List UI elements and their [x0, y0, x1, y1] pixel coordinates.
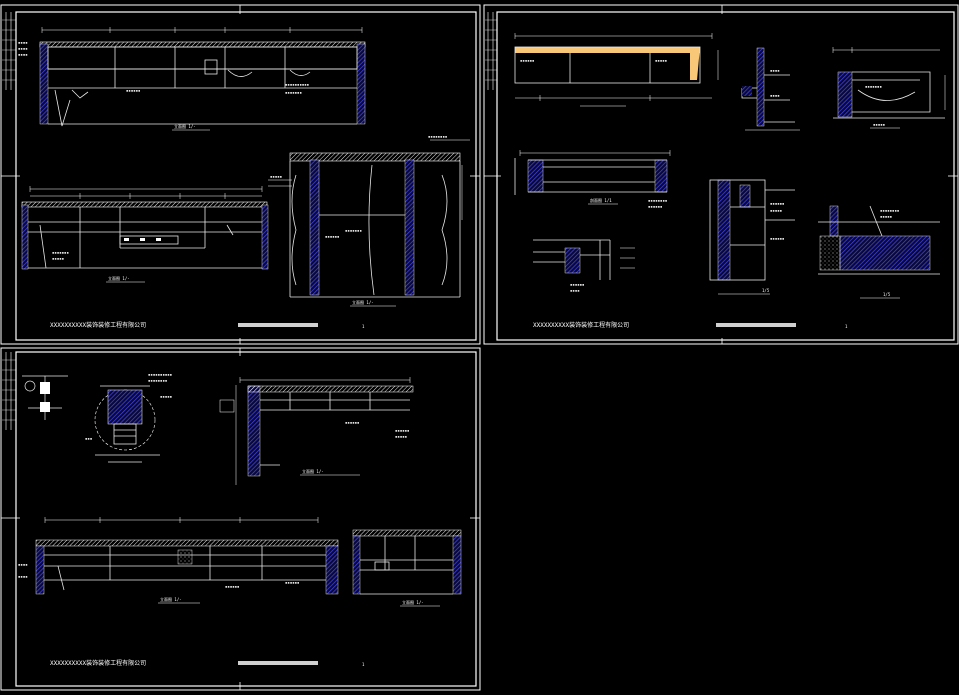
sheet-2-title-block: XXXXXXXXXX装饰装修工程有限公司 1	[533, 321, 848, 329]
svg-text:▪▪▪▪▪▪: ▪▪▪▪▪▪	[285, 580, 299, 585]
svg-text:▪▪▪▪▪▪▪▪: ▪▪▪▪▪▪▪▪	[880, 208, 899, 213]
svg-text:▪▪▪▪▪▪▪: ▪▪▪▪▪▪▪	[285, 90, 302, 95]
sheet-3-elevation-short: 立面图 1/-	[352, 529, 462, 607]
label-s2-sec-a: 剖面图 1/1	[590, 197, 612, 203]
label-s1-elev-a: 立面图 1/-	[174, 123, 196, 129]
svg-text:▪▪▪▪▪▪: ▪▪▪▪▪▪	[570, 282, 584, 287]
svg-text:▪▪▪▪▪▪▪: ▪▪▪▪▪▪▪	[345, 228, 362, 233]
label-s2-sec-c: 1/5	[883, 292, 891, 297]
label-s2-sec-b: 1/5	[762, 288, 770, 293]
sheet-1-company-title: XXXXXXXXXX装饰装修工程有限公司	[50, 321, 146, 329]
svg-text:▪▪▪▪▪▪: ▪▪▪▪▪▪	[345, 420, 359, 425]
sheet-1-elevation-right: ▪▪▪▪▪ ▪▪▪▪▪▪ ▪▪▪▪▪▪▪ ▪▪▪▪▪▪▪▪ 立面图 1/-	[268, 134, 470, 307]
svg-text:▪▪▪▪▪▪: ▪▪▪▪▪▪	[225, 584, 239, 589]
label-s3-elev-b: 立面图 1/-	[160, 596, 182, 602]
svg-text:▪▪▪▪▪: ▪▪▪▪▪	[52, 256, 64, 261]
svg-text:▪▪▪▪: ▪▪▪▪	[18, 52, 28, 57]
sheet-1-title-block: XXXXXXXXXX装饰装修工程有限公司 1	[50, 321, 365, 329]
svg-text:▪▪▪▪: ▪▪▪▪	[770, 68, 780, 73]
svg-text:▪▪▪▪▪▪▪: ▪▪▪▪▪▪▪	[52, 250, 69, 255]
sheet-3-section-corner: ▪▪▪▪▪▪ ▪▪▪▪▪▪ ▪▪▪▪▪ 立面图 1/-	[219, 377, 414, 485]
svg-text:▪▪▪▪▪: ▪▪▪▪▪	[395, 434, 407, 439]
svg-text:▪▪▪▪▪▪: ▪▪▪▪▪▪	[770, 236, 784, 241]
svg-text:▪▪▪▪▪▪: ▪▪▪▪▪▪	[770, 201, 784, 206]
svg-text:▪▪▪▪: ▪▪▪▪	[570, 288, 580, 293]
label-s1-elev-c: 立面图 1/-	[352, 299, 374, 305]
svg-text:▪▪▪▪▪▪: ▪▪▪▪▪▪	[648, 204, 662, 209]
sheet-2-plan-top: ▪▪▪▪▪▪ ▪▪▪▪▪	[514, 33, 719, 107]
sheet-2-detail-small: ▪▪▪▪▪▪ ▪▪▪▪	[533, 239, 635, 293]
svg-text:▪▪▪▪▪▪▪: ▪▪▪▪▪▪▪	[865, 84, 882, 89]
label-s3-elev-c: 立面图 1/-	[402, 599, 424, 605]
sheet-3-number: 1	[362, 662, 365, 667]
sheet-3-company-title: XXXXXXXXXX装饰装修工程有限公司	[50, 659, 146, 667]
sheet-2-detail-column: ▪▪▪▪▪▪ ▪▪▪▪▪ ▪▪▪▪▪▪ 1/5	[709, 179, 795, 295]
sheet-2-detail-section-a: ▪▪▪▪▪▪▪ ▪▪▪▪▪	[832, 47, 946, 129]
sheet-1-elevation-top: ▪▪▪▪▪▪▪▪▪▪ ▪▪▪▪▪▪▪ ▪▪▪▪▪▪ ▪▪▪▪ ▪▪▪▪ ▪▪▪▪…	[18, 27, 366, 131]
svg-text:▪▪▪▪▪: ▪▪▪▪▪	[880, 214, 892, 219]
sheet-inner-frames	[15, 11, 955, 687]
svg-text:▪▪▪▪▪: ▪▪▪▪▪	[770, 208, 782, 213]
sheet-2-number: 1	[845, 324, 848, 329]
svg-text:▪▪▪▪: ▪▪▪▪	[18, 574, 28, 579]
sheet-3-round-detail: ▪▪▪▪▪▪▪▪▪▪ ▪▪▪▪▪▪▪▪ ▪▪▪▪▪ ▪▪▪	[85, 372, 172, 463]
svg-text:▪▪▪▪▪▪▪▪: ▪▪▪▪▪▪▪▪	[148, 378, 167, 383]
svg-text:▪▪▪▪▪: ▪▪▪▪▪	[873, 122, 885, 127]
sheet-2-detail-wall: ▪▪▪▪ ▪▪▪▪	[741, 47, 800, 131]
label-s1-elev-b: 立面图 1/-	[108, 275, 130, 281]
sheet-1-elevation-left: ▪▪▪▪▪▪▪ ▪▪▪▪▪ 立面图 1/-	[21, 186, 269, 283]
sheet-3-symbol	[22, 375, 68, 420]
svg-text:▪▪▪▪▪▪: ▪▪▪▪▪▪	[325, 234, 339, 239]
svg-text:▪▪▪▪▪▪: ▪▪▪▪▪▪	[520, 58, 534, 63]
sheet-2-company-title: XXXXXXXXXX装饰装修工程有限公司	[533, 321, 629, 329]
svg-text:▪▪▪▪▪: ▪▪▪▪▪	[270, 174, 282, 179]
svg-text:▪▪▪▪: ▪▪▪▪	[18, 40, 28, 45]
svg-text:▪▪▪▪▪▪: ▪▪▪▪▪▪	[126, 88, 140, 93]
sheet-3-elevation-long: ▪▪▪▪ ▪▪▪▪ ▪▪▪▪▪▪ ▪▪▪▪▪▪ 立面图 1/-	[18, 517, 339, 604]
svg-text:▪▪▪: ▪▪▪	[85, 436, 92, 441]
sheet-3-title-block: XXXXXXXXXX装饰装修工程有限公司 1	[50, 659, 365, 667]
svg-text:▪▪▪▪: ▪▪▪▪	[18, 46, 28, 51]
sheet-3-outer-frame	[0, 347, 481, 691]
sheet-2-section-long: 剖面图 1/1 ▪▪▪▪▪▪▪▪ ▪▪▪▪▪▪	[514, 150, 671, 209]
centering-marks	[1, 5, 958, 690]
svg-text:▪▪▪▪▪▪▪▪▪▪: ▪▪▪▪▪▪▪▪▪▪	[148, 372, 172, 377]
binding-strips	[2, 12, 497, 430]
svg-text:▪▪▪▪▪: ▪▪▪▪▪	[160, 394, 172, 399]
svg-text:▪▪▪▪▪▪▪▪▪▪: ▪▪▪▪▪▪▪▪▪▪	[285, 82, 309, 87]
sheet-2-outer-frame	[483, 4, 959, 345]
sheet-1-outer-frame	[0, 4, 481, 345]
svg-text:▪▪▪▪: ▪▪▪▪	[18, 562, 28, 567]
svg-text:▪▪▪▪▪: ▪▪▪▪▪	[655, 58, 667, 63]
svg-text:▪▪▪▪▪▪: ▪▪▪▪▪▪	[395, 428, 409, 433]
sheet-1-number: 1	[362, 324, 365, 329]
sheet-frames	[0, 4, 959, 691]
label-s3-elev-a: 立面图 1/-	[302, 468, 324, 474]
svg-text:▪▪▪▪: ▪▪▪▪	[770, 93, 780, 98]
svg-text:▪▪▪▪▪▪▪▪: ▪▪▪▪▪▪▪▪	[428, 134, 447, 139]
svg-text:▪▪▪▪▪▪▪▪: ▪▪▪▪▪▪▪▪	[648, 198, 667, 203]
sheet-2-detail-floor: ▪▪▪▪▪▪▪▪ ▪▪▪▪▪ 1/5	[818, 205, 940, 299]
